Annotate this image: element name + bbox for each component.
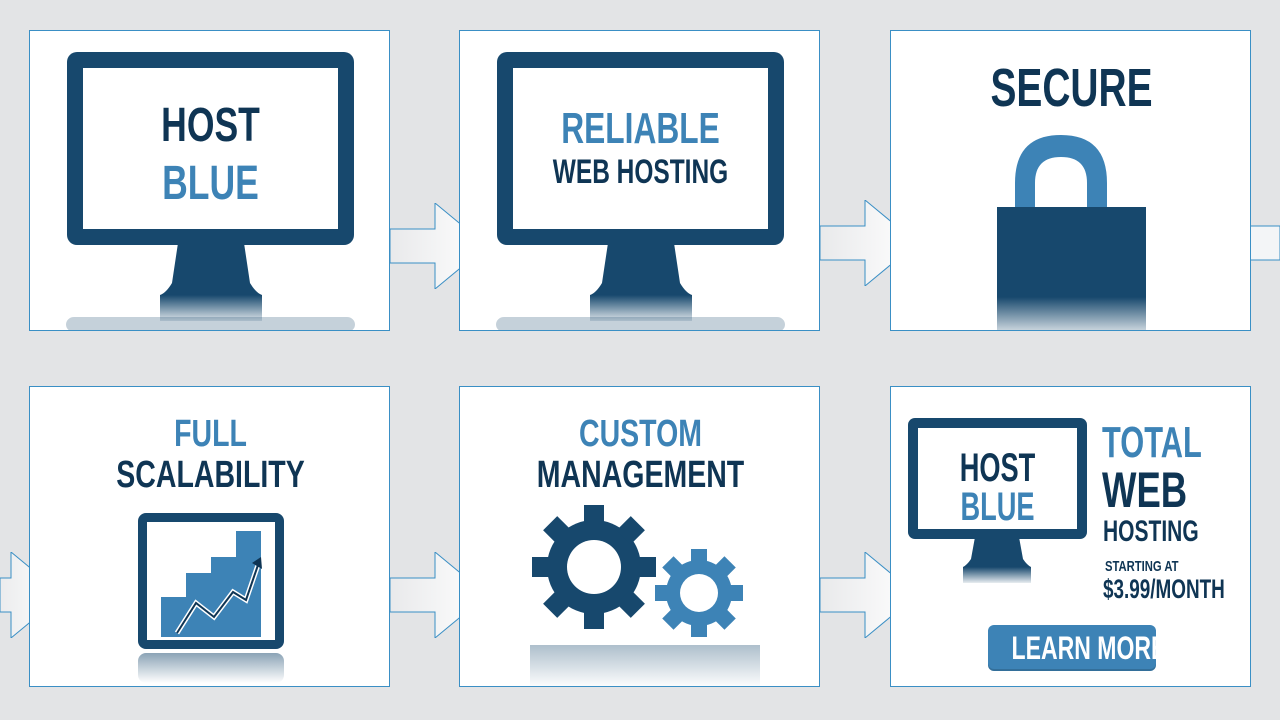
- banner-reliable: RELIABLE WEB HOSTING: [459, 30, 820, 331]
- monitor-screen: HOST BLUE: [83, 68, 338, 229]
- monitor-icon: HOST BLUE: [67, 52, 354, 245]
- tagline-web: WEB: [1102, 462, 1188, 518]
- headline-web-hosting: WEB HOSTING: [552, 153, 729, 191]
- gears-icon: [530, 505, 760, 686]
- headline-reliable: RELIABLE: [561, 104, 720, 153]
- monitor-stand-icon: [496, 243, 785, 330]
- headline-secure: SECURE: [990, 58, 1153, 118]
- banner-scalability: FULL SCALABILITY: [29, 386, 390, 687]
- headline-custom: CUSTOM: [579, 413, 702, 455]
- monitor-screen: HOST BLUE: [918, 428, 1077, 529]
- banner-host-blue: HOST BLUE: [29, 30, 390, 331]
- tagline-hosting: HOSTING: [1103, 515, 1199, 548]
- headline-management: MANAGEMENT: [536, 454, 745, 496]
- connector-arrow-3-icon: [1250, 200, 1280, 286]
- banner-total-web-hosting: HOST BLUE TOTAL WEB HOSTING STARTING AT …: [890, 386, 1251, 687]
- starting-at-label: STARTING AT: [1105, 558, 1179, 575]
- monitor-icon: RELIABLE WEB HOSTING: [497, 52, 784, 245]
- learn-more-label: LEARN MORE: [1011, 630, 1167, 666]
- headline-scalability: SCALABILITY: [116, 454, 305, 496]
- screen-blue: BLUE: [960, 485, 1035, 529]
- headline-blue: BLUE: [162, 157, 259, 210]
- monitor-stand-icon: [963, 537, 1031, 583]
- headline-full: FULL: [174, 413, 247, 455]
- screen-host: HOST: [959, 446, 1036, 490]
- price-label: $3.99/MONTH: [1103, 574, 1225, 604]
- monitor-screen: RELIABLE WEB HOSTING: [513, 68, 768, 229]
- tagline-total: TOTAL: [1102, 418, 1202, 467]
- growth-chart-icon: [138, 513, 284, 683]
- banner-secure: SECURE: [890, 30, 1251, 331]
- padlock-icon: [997, 135, 1146, 330]
- headline-host: HOST: [161, 99, 260, 152]
- learn-more-button[interactable]: LEARN MORE: [988, 625, 1167, 671]
- monitor-icon: HOST BLUE: [908, 418, 1087, 539]
- banner-management: CUSTOM MANAGEMENT: [459, 386, 820, 687]
- monitor-stand-icon: [66, 243, 355, 330]
